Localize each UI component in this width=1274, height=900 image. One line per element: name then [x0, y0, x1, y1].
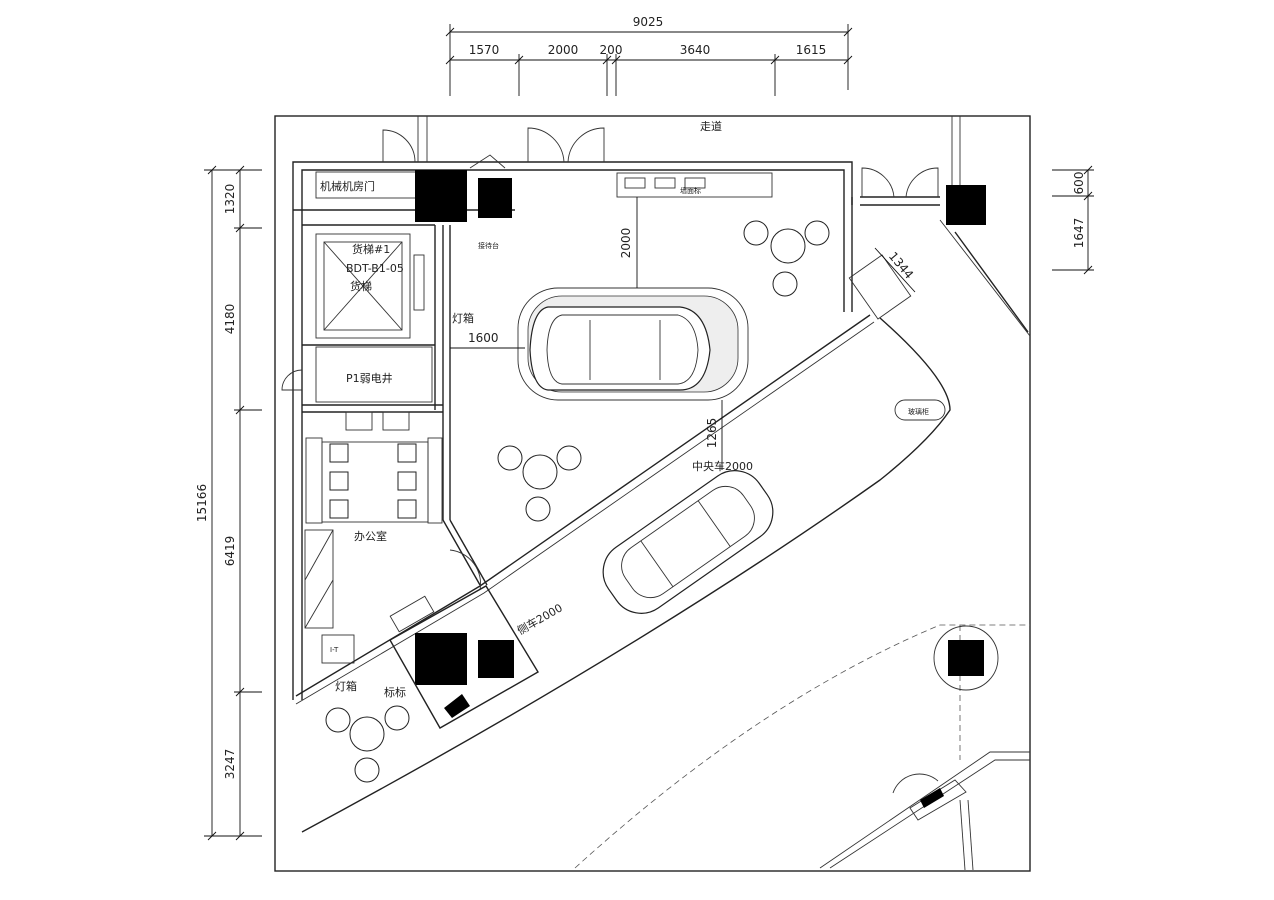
logo-wall-label: 墙面标 — [680, 186, 701, 195]
round-column — [933, 625, 999, 691]
left-dimension-2: 4180 — [223, 304, 237, 335]
top-dimension-3: 200 — [600, 43, 623, 57]
seating-group-top-right — [743, 220, 830, 297]
entrance-doors — [281, 127, 939, 591]
columns — [415, 170, 999, 691]
central-car — [529, 306, 711, 391]
platform-dimensions: 2000 1600 1265 灯箱 — [450, 197, 723, 470]
side-car — [602, 470, 774, 614]
bottom-kiosk: 灯箱 标标 — [335, 585, 539, 729]
center-car-label: 中央车2000 — [692, 459, 753, 473]
seating-group-middle — [497, 445, 582, 522]
column — [948, 640, 984, 676]
light-box-label-2: 灯箱 — [335, 679, 357, 693]
corridor-label: 走道 — [700, 119, 722, 133]
column — [946, 185, 986, 225]
top-total-dimension: 9025 — [633, 15, 664, 29]
column — [415, 170, 467, 222]
curved-edges — [295, 219, 1031, 869]
main-walls — [292, 116, 961, 700]
display-platform — [517, 287, 749, 401]
left-dimension-1: 1320 — [223, 184, 237, 215]
emergency-door-label: 机械机房门 — [320, 179, 375, 193]
left-total-dimension: 15166 — [195, 484, 209, 522]
glass-cabinet-label: 玻璃柜 — [908, 407, 929, 416]
top-dimension-2: 2000 — [548, 43, 579, 57]
column — [478, 640, 514, 678]
reception-desk: 接待台 — [469, 154, 506, 250]
left-dimension-4: 3247 — [223, 749, 237, 780]
left-dimension-chain: 15166 1320 4180 6419 3247 — [195, 165, 262, 841]
top-dimension-5: 1615 — [796, 43, 827, 57]
dimension-2000: 2000 — [619, 228, 633, 259]
seating-group-bottom-left — [325, 705, 410, 783]
logo-wall: 墙面标 — [616, 172, 773, 198]
right-dimension-2: 1647 — [1072, 218, 1086, 249]
left-dimension-3: 6419 — [223, 536, 237, 567]
right-dimension-chain: 600 1647 — [1052, 165, 1094, 275]
weak-current-shaft-label: P1弱电井 — [346, 371, 393, 385]
elevator-block: 货梯#1 BDT-B1-05 货梯 P1弱电井 机械机房门 — [315, 171, 433, 403]
top-dimension-1: 1570 — [469, 43, 500, 57]
top-dimension-chain: 9025 1570 2000 200 3640 1615 — [445, 15, 853, 96]
freight-elevator-code: BDT-B1-05 — [346, 262, 404, 275]
it-label: I-T — [330, 646, 339, 654]
bottom-right-door — [892, 773, 974, 871]
logo-label-2: 标标 — [384, 685, 406, 699]
top-dimension-4: 3640 — [680, 43, 711, 57]
office-label: 办公室 — [354, 529, 387, 543]
side-car-label: 侧车2000 — [515, 600, 565, 637]
column — [478, 178, 512, 218]
reception-label: 接待台 — [478, 241, 499, 250]
dimension-1265: 1265 — [705, 418, 719, 449]
outer-boundary — [274, 115, 1031, 872]
right-dimension-1: 600 — [1072, 172, 1086, 195]
dimension-1600: 1600 — [468, 331, 499, 345]
column — [415, 633, 467, 685]
office: 办公室 I-T — [304, 411, 443, 664]
freight-elevator-label-2: 货梯 — [350, 279, 372, 293]
light-box-label: 灯箱 — [452, 311, 474, 325]
freight-elevator-label: 货梯#1 — [352, 242, 390, 256]
